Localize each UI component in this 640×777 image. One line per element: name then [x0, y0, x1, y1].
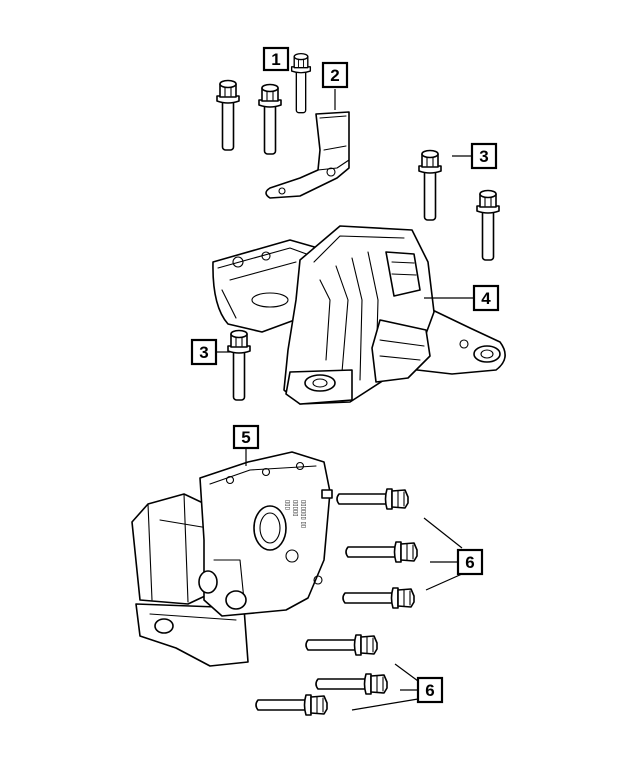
svg-text:▯▯▯: ▯▯▯ — [284, 500, 290, 510]
bolt-group-6-lower — [255, 634, 388, 716]
callout-3-upper: 3 — [470, 142, 498, 170]
callout-3-upper-label: 3 — [479, 147, 488, 166]
bolt-1a — [216, 79, 240, 151]
callout-2-label: 2 — [330, 66, 339, 85]
bolt-6f — [255, 694, 328, 716]
bolt-3b — [476, 189, 500, 261]
bolt-6b — [345, 541, 418, 563]
bolt-6a — [336, 488, 409, 510]
callout-1-label: 1 — [271, 50, 280, 69]
callout-6-lower: 6 — [416, 676, 444, 704]
engine-mount-part-4 — [212, 225, 506, 405]
svg-text:▯▯▯▯▯: ▯▯▯▯▯ — [292, 500, 298, 517]
callout-6-upper-label: 6 — [465, 553, 474, 572]
bolt-3c — [227, 329, 251, 401]
callout-6-lower-label: 6 — [425, 681, 434, 700]
bracket-part-2 — [265, 111, 350, 199]
callout-4: 4 — [472, 284, 500, 312]
callout-6-upper: 6 — [456, 548, 484, 576]
callout-1: 1 — [262, 46, 290, 72]
bolt-group-6-upper — [336, 488, 418, 609]
bolt-6e — [315, 673, 388, 695]
callout-5: 5 — [232, 424, 260, 450]
bracket-part-5: ▯▯▯▯▯▯ ▯▯ ▯▯▯▯▯ ▯▯▯ — [131, 451, 333, 667]
bolt-6c — [342, 587, 415, 609]
bolt-6d — [305, 634, 378, 656]
svg-text:▯▯▯▯▯▯ ▯▯: ▯▯▯▯▯▯ ▯▯ — [300, 500, 306, 528]
callout-3-lower-label: 3 — [199, 343, 208, 362]
bolt-1c — [290, 52, 312, 114]
callout-3-lower: 3 — [190, 338, 218, 366]
bolt-1b — [258, 83, 282, 155]
bolt-3a — [418, 149, 442, 221]
leader-lines — [216, 89, 478, 711]
callout-4-label: 4 — [481, 289, 491, 308]
callout-5-label: 5 — [241, 428, 250, 447]
callout-2: 2 — [321, 61, 349, 89]
